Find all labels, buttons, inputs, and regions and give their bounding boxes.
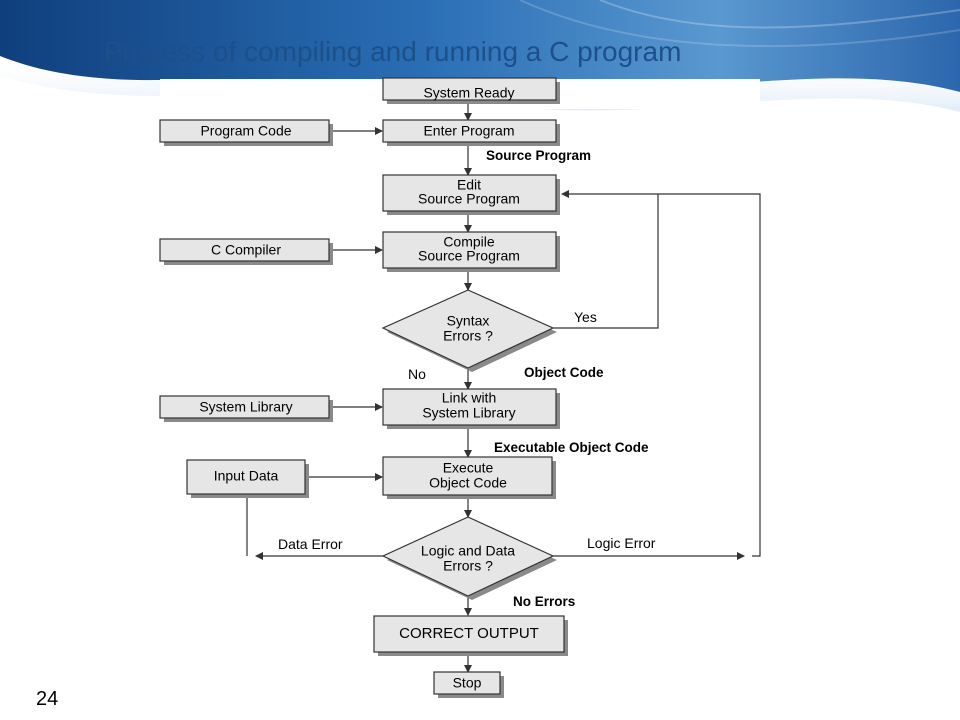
edge-yes-loop (553, 194, 659, 329)
node-execute-line2: Object Code (429, 475, 507, 491)
label-no-errors: No Errors (513, 594, 575, 609)
node-logic-line2: Errors ? (443, 558, 493, 574)
node-edit-source-line2: Source Program (418, 191, 520, 207)
page-title: Process of compiling and running a C pro… (104, 36, 682, 67)
node-correct-output: CORRECT OUTPUT (373, 615, 568, 656)
node-syntax-line1: Syntax (447, 313, 490, 329)
node-enter-program-label: Enter Program (423, 123, 514, 139)
node-link-line2: System Library (422, 405, 515, 421)
node-compile-source-line2: Source Program (418, 248, 520, 264)
node-compile-source-line1: Compile (443, 234, 495, 250)
input-program-code: Program Code (159, 119, 333, 146)
input-input-data-label: Input Data (214, 468, 279, 484)
node-edit-source-line1: Edit (457, 177, 481, 193)
node-correct-output-label: CORRECT OUTPUT (399, 625, 539, 642)
input-c-compiler: C Compiler (159, 238, 333, 265)
label-data-error: Data Error (278, 536, 343, 552)
node-syntax-line2: Errors ? (443, 328, 493, 344)
node-enter-program: Enter Program (382, 119, 560, 146)
node-logic-data-errors: Logic and Data Errors ? (381, 516, 557, 600)
label-logic-error: Logic Error (587, 535, 656, 551)
node-logic-line1: Logic and Data (421, 543, 515, 559)
label-executable-object-code: Executable Object Code (494, 440, 649, 455)
input-input-data: Input Data (186, 459, 309, 498)
node-syntax-errors: Syntax Errors ? (381, 289, 557, 372)
node-edit-source: Edit Source Program (382, 174, 560, 215)
node-stop: Stop (433, 671, 504, 698)
node-execute-line1: Execute (443, 460, 494, 476)
label-source-program: Source Program (486, 148, 591, 163)
node-link-line1: Link with (442, 390, 496, 406)
input-program-code-label: Program Code (200, 123, 291, 139)
node-link-library: Link with System Library (382, 388, 560, 429)
node-stop-label: Stop (453, 675, 482, 691)
node-compile-source: Compile Source Program (382, 231, 560, 272)
input-system-library: System Library (159, 395, 333, 422)
page-number: 24 (36, 688, 59, 710)
node-execute-object: Execute Object Code (382, 456, 556, 499)
label-yes: Yes (574, 309, 597, 325)
node-system-ready: System Ready (382, 77, 560, 104)
node-system-ready-label: System Ready (423, 85, 514, 101)
connectors (246, 100, 761, 673)
edge-logic-loop (658, 193, 761, 557)
label-no: No (408, 366, 426, 382)
input-system-library-label: System Library (199, 399, 292, 415)
input-c-compiler-label: C Compiler (211, 242, 281, 258)
label-object-code: Object Code (524, 365, 604, 380)
